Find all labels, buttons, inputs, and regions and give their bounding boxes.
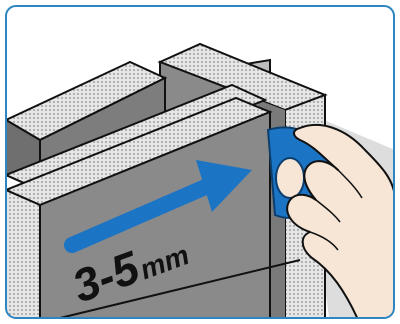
left-panel bbox=[6, 62, 300, 324]
